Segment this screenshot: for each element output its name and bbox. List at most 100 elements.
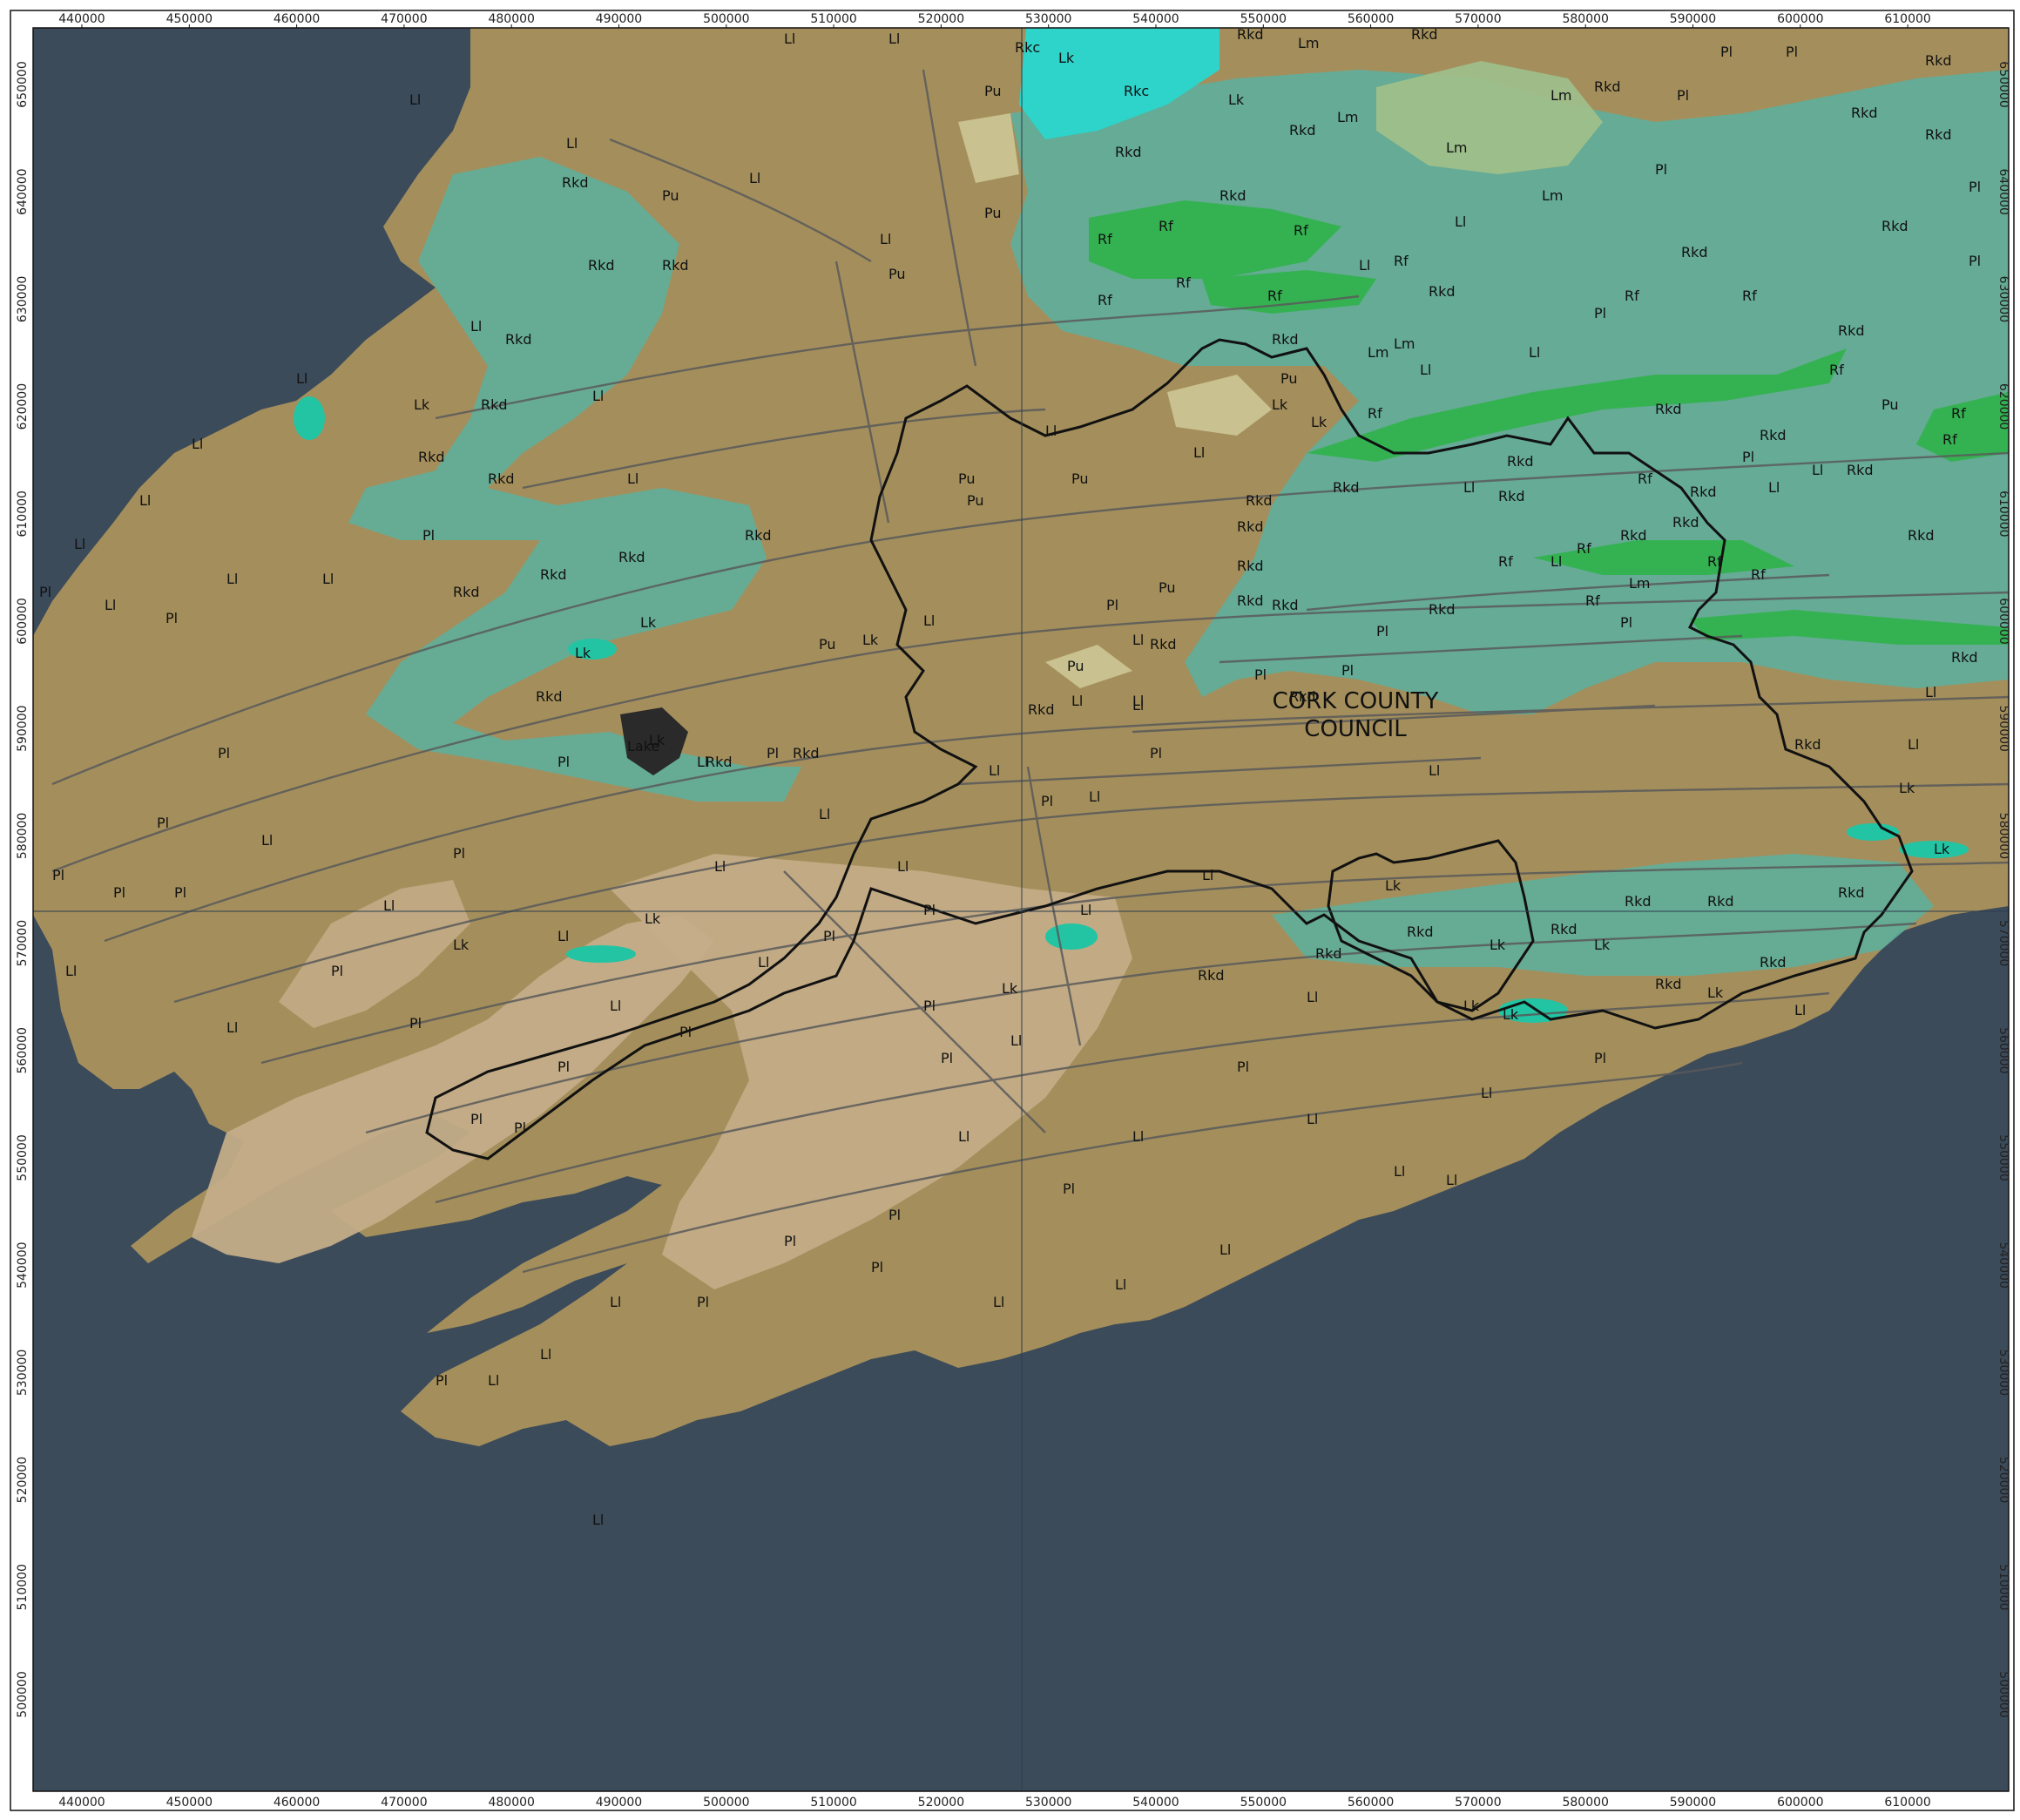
- label-pl: Pl: [1969, 179, 1981, 195]
- x-tick-label: 440000: [58, 1796, 105, 1810]
- label-ll: Ll: [610, 1294, 621, 1310]
- label-pl: Pl: [1341, 662, 1354, 679]
- label-lk: Lk: [1385, 877, 1402, 894]
- x-tick-label: 470000: [381, 12, 427, 26]
- y-axis-ticks-right: 6500006400006300006200006100006000005900…: [1996, 61, 2010, 1717]
- label-lk: Lk: [1899, 780, 1915, 796]
- label-ll: Ll: [714, 858, 726, 875]
- label-pl: Pl: [422, 527, 435, 544]
- label-rkd: Rkd: [1794, 736, 1821, 753]
- label-pl: Pl: [784, 1233, 796, 1249]
- label-rkd: Rkd: [1246, 492, 1273, 509]
- label-ll: Ll: [1193, 444, 1205, 461]
- y-axis-ticks-left: 6500006400006300006200006100006000005900…: [16, 61, 30, 1717]
- label-pl: Pl: [1720, 44, 1733, 60]
- label-rkd: Rkd: [1760, 427, 1787, 443]
- label-ll: Ll: [488, 1372, 499, 1389]
- label-rkd: Rkd: [1951, 649, 1978, 666]
- y-tick-label: 650000: [16, 61, 30, 107]
- label-rkc: Rkc: [1015, 39, 1040, 56]
- x-tick-label: 590000: [1670, 12, 1716, 26]
- x-tick-label: 450000: [166, 12, 213, 26]
- label-lk: Lk: [575, 645, 591, 661]
- x-tick-label: 550000: [1240, 1796, 1287, 1810]
- label-rkd: Rkd: [1507, 453, 1534, 470]
- label-rkd: Rkd: [1407, 924, 1434, 940]
- label-ll: Ll: [1550, 553, 1562, 570]
- label-ll: Ll: [1132, 632, 1144, 648]
- label-ll: Ll: [1071, 693, 1083, 709]
- label-lk: Lk: [649, 732, 665, 748]
- y-tick-label: 560000: [1996, 1027, 2010, 1073]
- label-pl: Pl: [679, 1024, 692, 1040]
- rf-band-1: [1089, 200, 1341, 279]
- y-tick-label: 650000: [1996, 61, 2010, 107]
- label-pu: Pu: [967, 492, 984, 509]
- pu-zone-2: [1167, 375, 1272, 436]
- map-border: [32, 27, 2010, 1792]
- label-pl: Pl: [888, 1207, 901, 1223]
- label-rkd: Rkd: [1411, 26, 1438, 43]
- label-rkd: Rkd: [662, 257, 689, 274]
- label-pl: Pl: [923, 998, 936, 1014]
- label-rkd: Rkd: [1760, 954, 1787, 971]
- label-ll: Ll: [1463, 479, 1475, 496]
- y-tick-label: 640000: [1996, 168, 2010, 214]
- label-ll: Ll: [989, 762, 1000, 779]
- y-tick-label: 640000: [16, 168, 30, 214]
- x-tick-label: 610000: [1884, 1796, 1930, 1810]
- label-pl: Pl: [113, 884, 125, 901]
- rkd-zone-east: [1272, 854, 1934, 976]
- label-ll: Ll: [592, 388, 604, 404]
- x-tick-label: 530000: [1025, 1796, 1071, 1810]
- label-ll: Ll: [105, 597, 116, 613]
- label-ll: Ll: [1908, 736, 1919, 753]
- y-tick-label: 570000: [1996, 920, 2010, 966]
- city-boundary: [1327, 839, 1535, 1012]
- label-lk: Lk: [1311, 414, 1328, 430]
- label-rkd: Rkd: [1429, 283, 1456, 300]
- y-tick-label: 580000: [16, 813, 30, 859]
- y-tick-label: 600000: [1996, 598, 2010, 644]
- council-label-line1: CORK COUNTY: [1273, 688, 1439, 714]
- y-tick-label: 500000: [16, 1671, 30, 1717]
- x-tick-label: 580000: [1562, 12, 1608, 26]
- label-rf: Rf: [1707, 553, 1722, 570]
- label-pl: Pl: [1063, 1181, 1075, 1197]
- label-rkd: Rkd: [1272, 597, 1299, 613]
- label-lk: Lk: [1272, 396, 1288, 413]
- x-tick-label: 460000: [274, 12, 320, 26]
- label-ll: Ll: [1794, 1002, 1806, 1018]
- label-rkd: Rkd: [618, 549, 645, 565]
- y-tick-label: 510000: [1996, 1564, 2010, 1610]
- label-rf: Rf: [1159, 218, 1173, 234]
- x-tick-label: 550000: [1240, 12, 1287, 26]
- label-ll: Ll: [557, 928, 569, 944]
- label-rkd: Rkd: [1847, 462, 1874, 478]
- label-rkd: Rkd: [1237, 26, 1264, 43]
- label-ll: Ll: [1132, 693, 1144, 709]
- label-ll: Ll: [540, 1346, 551, 1363]
- label-pl: Pl: [514, 1120, 526, 1136]
- label-rkd: Rkd: [1272, 331, 1299, 348]
- label-rf: Rf: [1625, 288, 1639, 304]
- label-ll: Ll: [1115, 1276, 1126, 1293]
- label-ll: Ll: [1812, 462, 1823, 478]
- label-pl: Pl: [157, 815, 169, 831]
- label-rkd: Rkd: [1908, 527, 1935, 544]
- label-rf: Rf: [1098, 231, 1112, 247]
- label-pu: Pu: [1067, 658, 1084, 674]
- label-pl: Pl: [39, 584, 51, 600]
- label-ll: Ll: [566, 135, 578, 152]
- label-lk: Lk: [1934, 841, 1950, 857]
- label-pl: Pl: [1594, 305, 1606, 321]
- label-rkd: Rkd: [1594, 78, 1621, 95]
- label-ll: Ll: [139, 492, 151, 509]
- label-rf: Rf: [1176, 274, 1191, 291]
- label-ll: Ll: [819, 806, 830, 822]
- label-rkd: Rkd: [1198, 967, 1225, 984]
- rf-band-4: [1533, 540, 1794, 575]
- label-rkd: Rkd: [1925, 126, 1952, 143]
- label-pl: Pl: [1969, 253, 1981, 269]
